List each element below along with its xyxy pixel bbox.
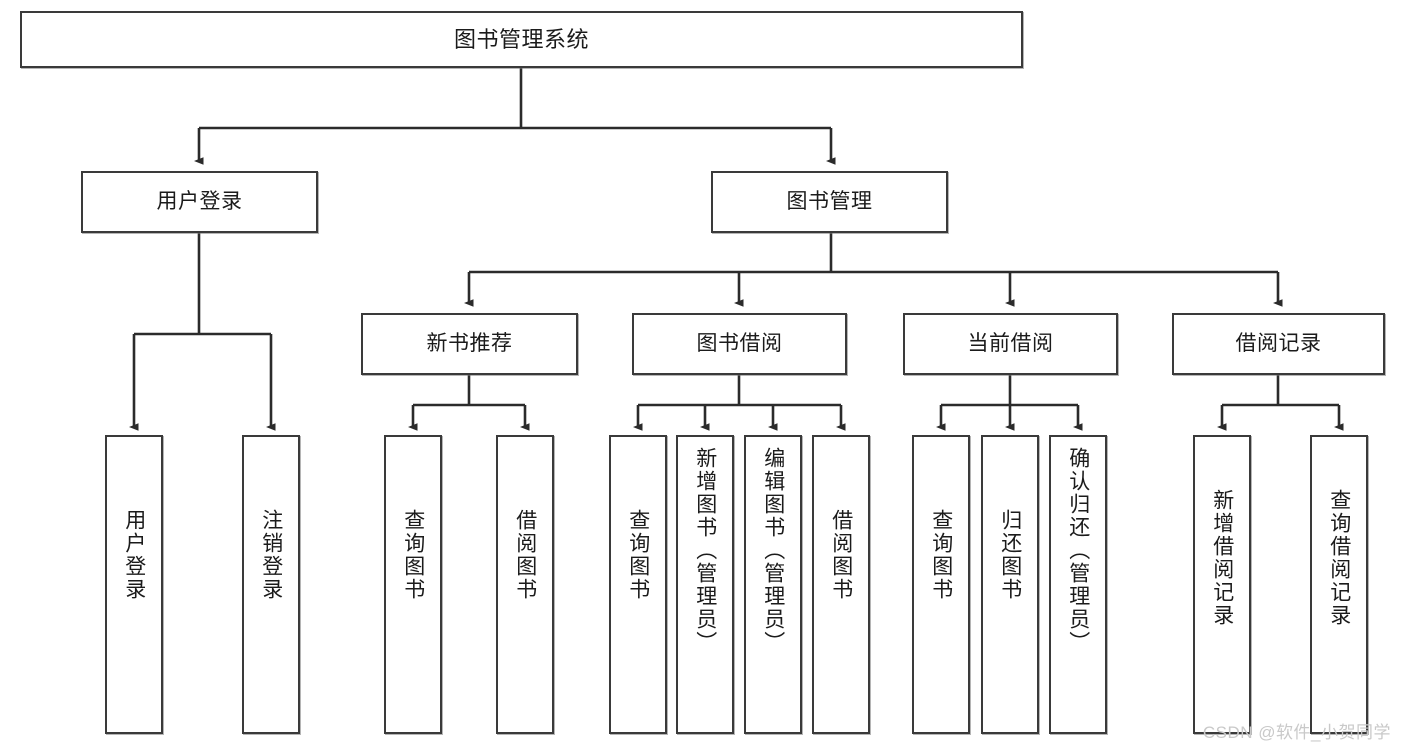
leaf-new-book-query-book[interactable]: 查询图书 [384, 435, 442, 734]
node-label: 新增借阅记录 [1210, 489, 1234, 627]
node-label: 确认归还（管理员） [1066, 447, 1090, 654]
leaf-current-borrow-confirm-return-admin[interactable]: 确认归还（管理员） [1049, 435, 1107, 734]
node-label: 图书借阅 [696, 331, 783, 355]
node-borrow-record[interactable]: 借阅记录 [1172, 313, 1385, 375]
leaf-borrow-record-query-record[interactable]: 查询借阅记录 [1310, 435, 1368, 734]
node-label: 注销登录 [259, 509, 283, 601]
node-label: 查询图书 [626, 509, 650, 601]
leaf-borrow-record-add-record[interactable]: 新增借阅记录 [1193, 435, 1251, 734]
node-label: 借阅图书 [829, 509, 853, 601]
leaf-current-borrow-return-book[interactable]: 归还图书 [981, 435, 1039, 734]
watermark-text: CSDN @软件_小贺同学 [1202, 723, 1391, 742]
node-label: 查询图书 [401, 509, 425, 601]
node-root-book-management-system[interactable]: 图书管理系统 [20, 11, 1023, 68]
node-label: 用户登录 [156, 189, 243, 213]
node-label: 编辑图书（管理员） [761, 447, 785, 654]
leaf-new-book-borrow-book[interactable]: 借阅图书 [496, 435, 554, 734]
node-label: 查询图书 [929, 509, 953, 601]
node-label: 图书管理系统 [453, 26, 589, 52]
node-label: 借阅图书 [513, 509, 537, 601]
leaf-book-borrow-add-book-admin[interactable]: 新增图书（管理员） [676, 435, 734, 734]
node-new-book-recommend[interactable]: 新书推荐 [361, 313, 578, 375]
node-label: 新增图书（管理员） [693, 447, 717, 654]
node-current-borrow[interactable]: 当前借阅 [903, 313, 1118, 375]
node-label: 查询借阅记录 [1327, 489, 1351, 627]
leaf-user-login-login[interactable]: 用户登录 [105, 435, 163, 734]
node-book-borrow[interactable]: 图书借阅 [632, 313, 847, 375]
leaf-book-borrow-borrow-book[interactable]: 借阅图书 [812, 435, 870, 734]
node-label: 新书推荐 [426, 331, 513, 355]
node-label: 图书管理 [786, 189, 873, 213]
leaf-book-borrow-query-book[interactable]: 查询图书 [609, 435, 667, 734]
leaf-book-borrow-edit-book-admin[interactable]: 编辑图书（管理员） [744, 435, 802, 734]
node-label: 归还图书 [998, 509, 1022, 601]
node-book-management[interactable]: 图书管理 [711, 171, 948, 233]
node-label: 用户登录 [122, 509, 146, 601]
node-label: 当前借阅 [967, 331, 1054, 355]
node-user-login[interactable]: 用户登录 [81, 171, 318, 233]
leaf-current-borrow-query-book[interactable]: 查询图书 [912, 435, 970, 734]
node-label: 借阅记录 [1235, 331, 1322, 355]
leaf-user-login-logout[interactable]: 注销登录 [242, 435, 300, 734]
